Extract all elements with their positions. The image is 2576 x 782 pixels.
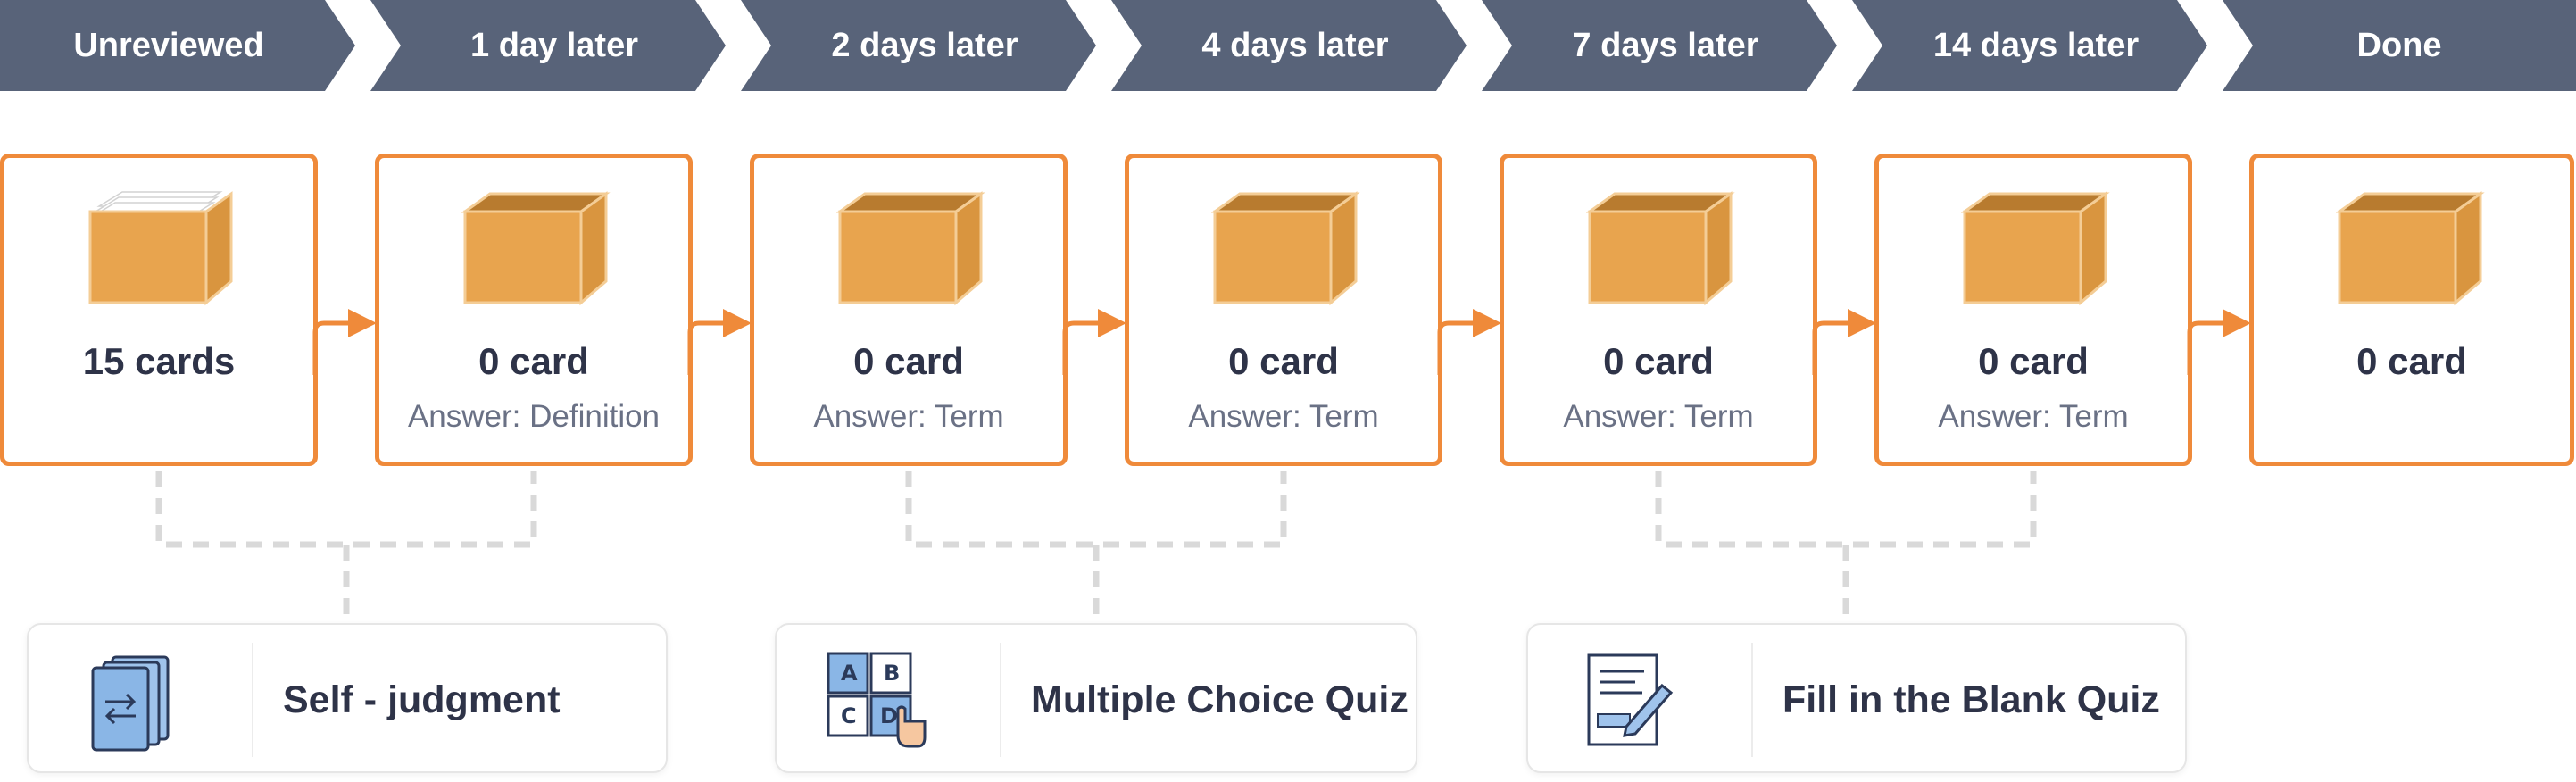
card-count: 0 card (853, 340, 964, 382)
svg-text:A: A (841, 661, 858, 686)
method-card-0: Self - judgment (27, 623, 668, 773)
stage-header-1: 1 day later (370, 0, 726, 91)
flip-cards-icon (73, 646, 180, 753)
card-count: 0 card (1603, 340, 1714, 382)
stage-arrow-2 (1062, 309, 1126, 375)
svg-text:C: C (841, 703, 857, 728)
stage-header-3: 4 days later (1111, 0, 1467, 91)
connector-2 (1655, 471, 2037, 621)
card-count: 15 cards (82, 340, 236, 382)
empty-box-icon (461, 190, 613, 306)
stage-arrow-5 (2187, 309, 2251, 375)
method-card-1: A B C D Multiple Choice Quiz (775, 623, 1417, 773)
stage-header-2: 2 days later (741, 0, 1096, 91)
empty-box-icon (1210, 190, 1363, 306)
method-label: Multiple Choice Quiz (1031, 678, 1408, 721)
answer-type: Answer: Term (813, 399, 1004, 434)
card-count: 0 card (478, 340, 589, 382)
fill-blank-icon (1573, 646, 1680, 753)
empty-box-icon (835, 190, 988, 306)
stage-box-6: 0 card (2249, 154, 2574, 466)
stage-box-0: 15 cards (0, 154, 318, 466)
stage-arrow-3 (1437, 309, 1501, 375)
method-card-2: Fill in the Blank Quiz (1526, 623, 2187, 773)
card-count: 0 card (2356, 340, 2467, 382)
stage-header-5: 14 days later (1852, 0, 2207, 91)
card-box-icon (87, 190, 238, 306)
connector-0 (155, 471, 537, 621)
stage-header-4: 7 days later (1482, 0, 1837, 91)
stage-arrow-4 (1812, 309, 1876, 375)
answer-type: Answer: Definition (407, 399, 661, 434)
stage-arrow-1 (687, 309, 752, 375)
stage-header-6: Done (2223, 0, 2576, 91)
multiple-choice-icon: A B C D (821, 646, 928, 753)
answer-type: Answer: Term (1563, 399, 1754, 434)
svg-text:D: D (880, 703, 898, 728)
svg-text:B: B (884, 661, 900, 686)
method-divider (252, 643, 253, 757)
answer-type: Answer: Term (1938, 399, 2129, 434)
empty-box-icon (1960, 190, 2113, 306)
stage-arrow-0 (312, 309, 377, 375)
answer-type: Answer: Term (1188, 399, 1379, 434)
method-label: Self - judgment (283, 678, 561, 721)
stage-header-0: Unreviewed (0, 0, 355, 91)
connector-1 (905, 471, 1287, 621)
card-count: 0 card (1978, 340, 2089, 382)
method-divider (1751, 643, 1753, 757)
method-divider (1000, 643, 1001, 757)
card-count: 0 card (1228, 340, 1339, 382)
method-label: Fill in the Blank Quiz (1782, 678, 2160, 721)
empty-box-icon (2335, 190, 2488, 306)
empty-box-icon (1585, 190, 1738, 306)
